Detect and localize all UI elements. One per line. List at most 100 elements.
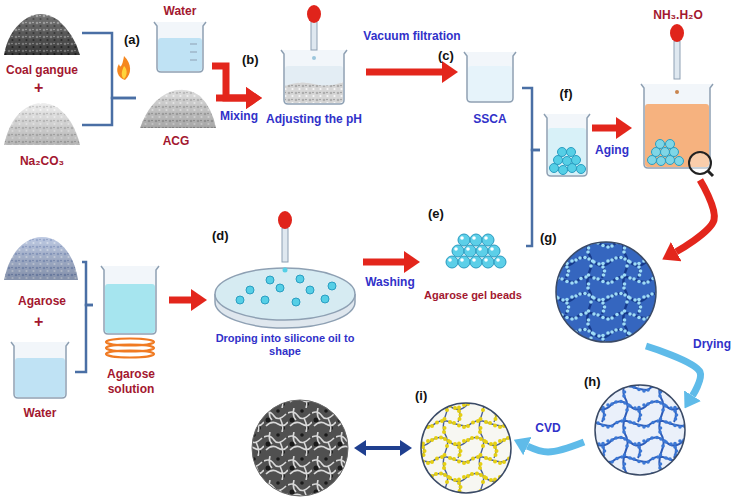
merge-bracket [82,262,93,305]
filtrate-beaker-drawing [464,52,516,102]
gel-beads-drawing [482,256,494,268]
gel-beads-drawing [488,245,500,257]
water-beaker: Water [148,4,212,76]
solution-beaker-drawing [101,266,159,334]
mixing-beaker-drawing [281,50,347,104]
wet-gel-network [556,242,656,342]
coal-gangue-pile [4,14,80,55]
plus-sign: + [34,312,43,331]
gel-beads-drawing [446,234,506,268]
aging-beaker-drawing [666,140,675,149]
gel-beads-drawing [458,234,470,246]
gel-beads-drawing [484,258,488,262]
double-arrow [364,446,402,450]
water-beaker-drawing [154,22,206,72]
bead-beaker-drawing [567,148,576,157]
gel-beads-drawing [466,247,470,251]
petri-dish-drawing [215,211,355,328]
bead-beaker-drawing [558,148,567,157]
network-circle: (h) [584,374,688,480]
aging-beaker-drawing [656,140,665,149]
process-arrow [646,346,701,396]
node-label: NH₃.H₂O [653,8,703,22]
cvd-network [421,403,511,493]
step-tag: (a) [124,32,140,48]
process-arrow [363,259,404,266]
mixing-beaker: Adjusting the pH [262,46,366,126]
water-beaker-drawing [158,38,202,71]
merge-bracket [522,88,540,150]
aging-beaker-drawing [675,157,684,166]
gel-beads-drawing [490,247,494,251]
double-arrow [354,440,366,456]
node-label: Adjusting the pH [266,112,362,126]
gel-beads-drawing [494,256,506,268]
solution-beaker-drawing [106,339,154,358]
double-arrow [354,440,412,456]
step-tag: (b) [242,52,259,68]
step-tag: (e) [428,206,444,222]
bead-beaker-drawing [548,128,586,175]
process-arrow [169,297,191,304]
petri-dish-drawing [306,286,314,294]
mixing-beaker-drawing [311,20,317,50]
petri-dish-drawing [266,276,274,284]
sem-image [252,400,348,496]
aging-beaker-drawing [674,41,680,79]
calcination-flame [117,56,130,80]
coal-gangue-pile [4,14,80,55]
solution-beaker-drawing [105,284,155,333]
petri-dish-drawing [246,286,254,294]
bead-beaker-drawing [544,114,590,176]
petri-dish-drawing [283,268,288,273]
gel-beads-drawing [476,245,488,257]
merge-bracket [82,98,136,125]
gel-beads-drawing [460,236,464,240]
node-label: Agarose gel beads [424,289,522,302]
bead-beaker-drawing [559,166,568,175]
filtrate-beaker-drawing [468,66,512,101]
process-arrow [212,66,246,98]
node-label: Agarose [18,294,66,308]
mixing-beaker-drawing [285,82,343,103]
gel-beads-drawing [448,236,500,262]
process-arrow [592,125,616,132]
bead-beaker-drawing [544,114,590,176]
petri-dish-drawing [215,268,355,320]
sodium-carbonate-pile [4,103,80,145]
node-label: (i) [415,388,427,404]
node-label: (f) [560,86,573,102]
gel-beads-drawing [470,256,482,268]
solution-beaker-drawing [101,266,159,358]
petri-dish-drawing [276,284,284,292]
node-label: Agarose solution [93,367,169,396]
gel-beads-drawing [454,247,458,251]
sodium-carbonate-pile [4,103,80,145]
acg-pile [140,90,216,128]
aging-beaker-drawing [657,157,666,166]
aging-beaker-drawing [648,140,684,166]
node-label: Water [24,406,57,420]
agarose-pile [4,237,78,280]
edge-label: Washing [363,275,417,289]
material-pile: Agarose [2,228,82,308]
process-arrow [527,442,584,452]
petri-dish-drawing [236,275,336,306]
mixing-beaker-drawing [281,5,347,104]
sem-image [252,400,348,496]
petri-dish-drawing [321,295,329,303]
node-label: Water [164,4,197,18]
bead-beaker: (f) [540,86,592,182]
gel-beads-drawing [446,256,458,268]
aging-beaker-drawing [670,24,684,42]
petri-dish-drawing [282,228,288,262]
coal-gangue-pile [4,14,80,55]
material-pile: Na₂CO₃ [2,98,82,168]
agarose-pile [4,237,78,280]
petri-dish-drawing [236,296,244,304]
dried-gel-network [595,385,685,475]
mixing-beaker-drawing [285,66,343,103]
calcination-flame [122,66,127,79]
node-label: (g) [540,230,557,246]
gel-beads-drawing [458,256,470,268]
